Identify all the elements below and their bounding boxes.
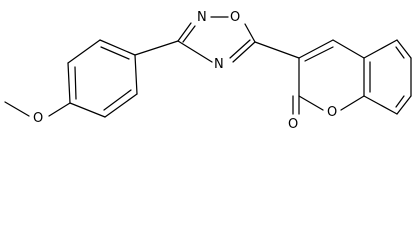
bond-ph1-ph2-inner	[100, 46, 130, 60]
bond-c7-c8-inner	[395, 95, 405, 108]
bond-ph1-ph2	[99, 39, 136, 56]
bond-c4-c4a	[332, 39, 365, 59]
bond-c5-c6-inner	[395, 46, 405, 59]
bond-c8-c8a	[363, 95, 398, 115]
bond-ph4-ph5	[69, 102, 106, 118]
bond-c3-phenyl	[134, 40, 179, 56]
bond-c3-c4-inner	[304, 46, 334, 62]
coumarin-ring	[292, 39, 412, 115]
bond-methoxy-o-ch3	[4, 101, 30, 117]
atom-o-oxadiazole: O	[230, 10, 240, 25]
bond-c5-n4	[232, 41, 256, 63]
bond-ph3-ph4-inner	[74, 66, 77, 100]
bond-n4-c3	[177, 40, 213, 63]
bond-ph3-ph4	[67, 62, 71, 104]
bond-o1-c5	[244, 23, 256, 43]
bond-c4a-c5	[363, 39, 398, 59]
atom-n-oxadiazole-top: N	[197, 10, 207, 25]
bond-c5-coumarin	[254, 41, 300, 59]
phenyl-ring	[4, 39, 179, 118]
atom-o-carbonyl: O	[288, 117, 298, 132]
bond-ph6-ph1	[134, 54, 138, 95]
bond-ph2-ph3	[67, 39, 101, 64]
bond-c8a-o1	[340, 95, 365, 111]
bond-o1-c2	[298, 95, 324, 111]
atom-n-oxadiazole-bottom: N	[214, 57, 224, 72]
bond-c3-n2-double	[182, 25, 196, 43]
oxadiazole-ring	[177, 16, 256, 63]
structure-diagram: N O N O O O	[4, 10, 412, 132]
atom-o-methoxy: O	[33, 111, 43, 126]
bond-c7-c8	[396, 95, 412, 115]
atom-o-lactone: O	[327, 105, 337, 120]
bond-ph4-methoxy-o	[48, 102, 71, 117]
bond-ph5-ph6-inner	[103, 89, 132, 111]
bond-c3-c4	[298, 39, 334, 59]
molecule-drawing: N O N O O O	[4, 10, 412, 132]
bond-ph5-ph6	[104, 93, 138, 118]
bond-c5-c6	[396, 39, 412, 59]
atom-labels: N O N O O O	[33, 10, 337, 132]
bond-c5-n4-double	[229, 39, 251, 59]
bond-c3-n2	[177, 22, 192, 42]
